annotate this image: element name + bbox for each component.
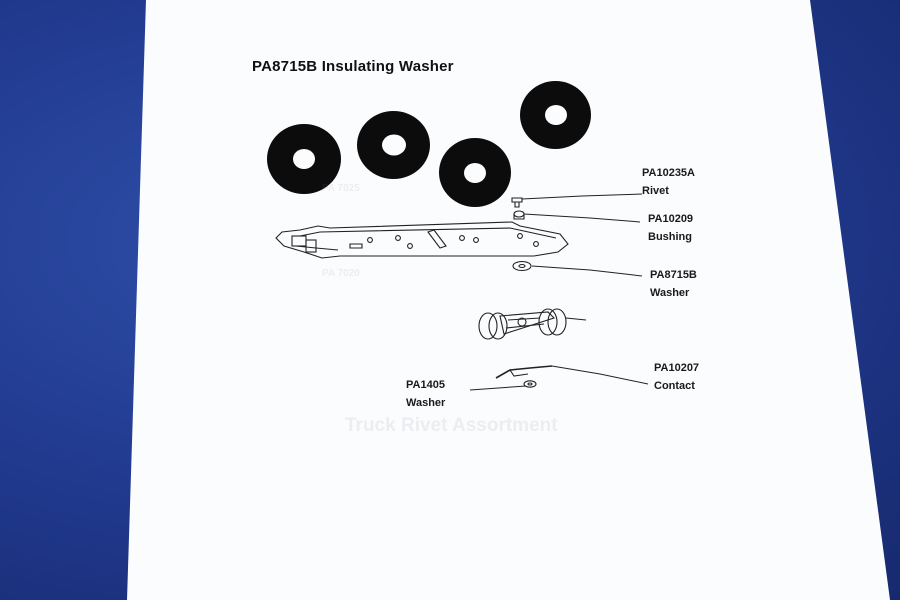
faint-label-2: PA 7020 — [322, 268, 360, 279]
washer-image-3 — [439, 138, 511, 207]
paper-sheet — [127, 0, 890, 600]
callout-part-name: Rivet — [642, 185, 669, 197]
faint-caption: Truck Rivet Assortment — [345, 415, 558, 436]
callout-part-name: Contact — [654, 380, 695, 392]
callout-part-name: Bushing — [648, 231, 692, 243]
callout-washer: PA8715B Washer — [650, 266, 697, 302]
callout-rivet: PA10235A Rivet — [642, 164, 695, 200]
washer-image-1 — [267, 124, 341, 194]
callout-part-name: Washer — [406, 397, 446, 409]
callout-part-number: PA1405 — [406, 379, 445, 391]
faint-label-1: PA 7025 — [322, 183, 360, 194]
washer-image-2 — [357, 111, 430, 179]
callout-small-washer: PA1405 Washer — [406, 376, 445, 412]
callout-part-number: PA10207 — [654, 362, 700, 374]
callout-part-number: PA10235A — [642, 167, 695, 179]
callout-contact: PA10207 Contact — [654, 359, 699, 395]
callout-part-name: Washer — [650, 287, 690, 299]
callout-part-number: PA8715B — [650, 269, 697, 281]
callout-bushing: PA10209 Bushing — [648, 210, 693, 246]
callout-part-number: PA10209 — [648, 213, 694, 225]
document-title: PA8715B Insulating Washer — [252, 58, 454, 75]
washer-image-4 — [520, 81, 591, 149]
